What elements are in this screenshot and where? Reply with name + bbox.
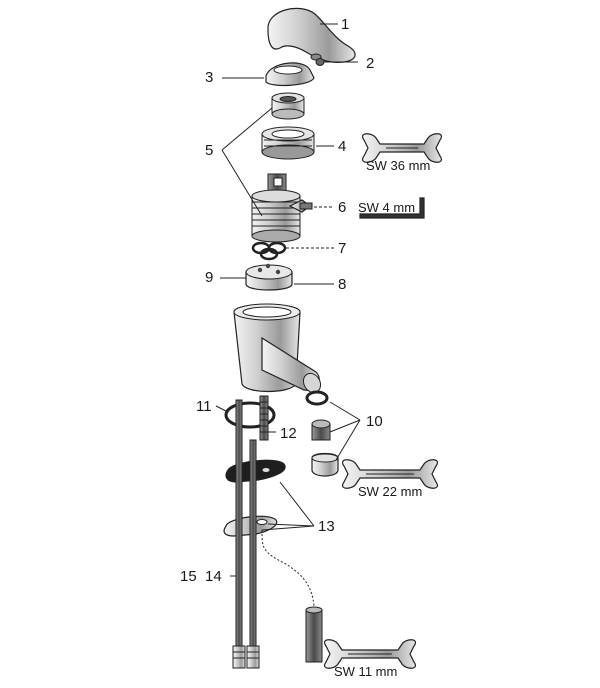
part-threaded-pin	[259, 395, 269, 441]
part-ring-nut	[261, 126, 315, 160]
label-part-7: 7	[338, 240, 346, 257]
label-part-15: 15	[180, 568, 197, 585]
part-pull-rod	[261, 529, 323, 663]
part-aerator	[305, 390, 339, 477]
label-part-13: 13	[318, 518, 335, 535]
label-part-9: 9	[205, 269, 213, 286]
wrench-36mm	[362, 133, 442, 163]
label-part-4: 4	[338, 138, 346, 155]
part-lever-handle	[267, 7, 356, 63]
hex-key-4mm	[359, 197, 425, 219]
label-part-5: 5	[205, 142, 213, 159]
wrench-11mm	[324, 639, 416, 669]
part-cartridge	[251, 173, 301, 243]
part-number-labels: 1 2 3 4 5 6 7 8 9 10 11 12 13 14 15	[180, 16, 383, 585]
part-disc	[245, 263, 293, 291]
tool-label-sw4: SW 4 mm	[358, 200, 415, 215]
label-part-14: 14	[205, 568, 222, 585]
label-part-3: 3	[205, 69, 213, 86]
label-part-10: 10	[366, 413, 383, 430]
wrench-22mm	[342, 459, 438, 489]
label-part-1: 1	[341, 16, 349, 33]
part-flex-hoses	[232, 399, 260, 669]
label-part-12: 12	[280, 425, 297, 442]
part-cover-cap	[265, 62, 315, 87]
tool-size-labels: SW 36 mm SW 4 mm SW 22 mm SW 11 mm	[334, 158, 430, 679]
tool-label-sw22: SW 22 mm	[358, 484, 422, 499]
label-part-8: 8	[338, 276, 346, 293]
label-part-2: 2	[366, 55, 374, 72]
part-set-screw	[315, 58, 325, 66]
part-o-rings	[251, 241, 287, 261]
part-limit-screw	[288, 199, 313, 213]
part-faucet-body	[233, 303, 322, 394]
label-part-6: 6	[338, 199, 346, 216]
tool-label-sw11: SW 11 mm	[334, 664, 397, 679]
part-nut-small	[271, 92, 305, 120]
tool-label-sw36: SW 36 mm	[366, 158, 430, 173]
label-part-11: 11	[196, 398, 212, 415]
part-base-o-ring	[224, 401, 276, 429]
leader-lines	[215, 23, 361, 577]
